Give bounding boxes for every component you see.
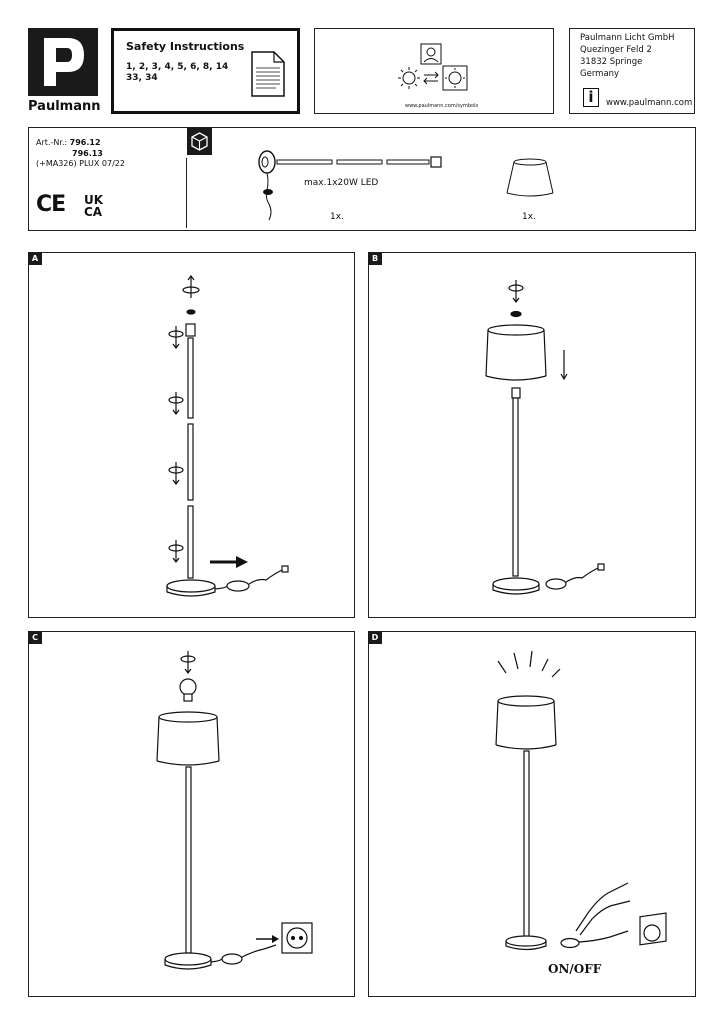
rotate-arrow-icon — [168, 392, 184, 415]
info-icon: i — [583, 88, 599, 107]
company-country: Germany — [580, 69, 620, 79]
package-icon — [187, 127, 212, 155]
brand-name: Paulmann — [28, 99, 101, 114]
lamp-quantity: 1x. — [330, 212, 344, 222]
symbols-url: www.paulmann.com/symbols — [405, 103, 479, 109]
article-variant: (+MA326) PLUX 07/22 — [36, 159, 125, 168]
panel-d-illustration — [495, 650, 667, 951]
panel-a-label: A — [28, 252, 42, 265]
article-number1: 796.12 — [69, 138, 101, 147]
panel-c-label: C — [28, 631, 42, 644]
light-rays-icon — [497, 650, 561, 678]
panel-b-illustration — [485, 280, 605, 595]
switch-label: ON/OFF — [548, 962, 602, 976]
panel-b-label: B — [368, 252, 382, 265]
rotate-arrow-icon — [168, 326, 184, 349]
ukca-line1: UK — [84, 193, 104, 207]
article-info: Art.-Nr.: 796.12 796.13 (+MA326) PLUX 07… — [36, 138, 125, 170]
safety-numbers-line1: 1, 2, 3, 4, 5, 6, 8, 14 — [126, 62, 229, 72]
article-number2: 796.13 — [72, 148, 103, 158]
sun-icon — [398, 67, 420, 89]
article-line1: Art.-Nr.: 796.12 — [36, 138, 125, 149]
panel-a-illustration — [166, 275, 289, 597]
ukca-mark-icon: UK CA — [84, 194, 103, 218]
article-divider — [186, 158, 187, 228]
technician-icon — [420, 43, 442, 65]
panel-b — [368, 252, 696, 618]
rotate-arrow-icon — [182, 275, 200, 298]
ce-mark-icon: CE — [36, 192, 66, 217]
article-line2: 796.13 — [36, 149, 125, 160]
socket-icon — [639, 912, 667, 946]
company-city: 31832 Springe — [580, 57, 643, 67]
brand-logo — [28, 28, 98, 96]
company-name: Paulmann Licht GmbH — [580, 33, 675, 43]
symbols-box — [314, 28, 554, 114]
sun-icon — [442, 65, 468, 91]
article-label: Art.-Nr.: — [36, 138, 68, 147]
panel-c-illustration — [156, 651, 313, 970]
shade-quantity: 1x. — [522, 212, 536, 222]
company-website: www.paulmann.com — [606, 98, 693, 108]
lampshade-icon — [506, 158, 554, 197]
bulb-icon — [179, 678, 197, 702]
article-box — [28, 127, 696, 231]
rotate-arrow-icon — [508, 280, 524, 303]
rotate-arrow-icon — [180, 651, 196, 674]
ukca-line2: CA — [84, 205, 103, 219]
lamp-parts-illustration — [258, 150, 442, 221]
document-icon — [251, 51, 285, 97]
company-box — [569, 28, 695, 114]
logo-letter-icon — [44, 38, 84, 86]
panel-d-label: D — [368, 631, 382, 644]
rotate-arrow-icon — [168, 462, 184, 485]
lamp-spec: max.1x20W LED — [304, 178, 379, 188]
exchange-arrows-icon — [423, 71, 439, 85]
safety-title: Safety Instructions — [126, 40, 245, 53]
symbols-graphic — [398, 43, 468, 91]
company-address: Paulmann Licht GmbH Quezinger Feld 2 318… — [580, 32, 675, 80]
company-street: Quezinger Feld 2 — [580, 45, 652, 55]
socket-icon — [281, 922, 313, 954]
rotate-arrow-icon — [168, 540, 184, 563]
hand-icon — [575, 882, 631, 936]
safety-numbers: 1, 2, 3, 4, 5, 6, 8, 14 33, 34 — [126, 62, 236, 84]
safety-numbers-line2: 33, 34 — [126, 73, 158, 83]
